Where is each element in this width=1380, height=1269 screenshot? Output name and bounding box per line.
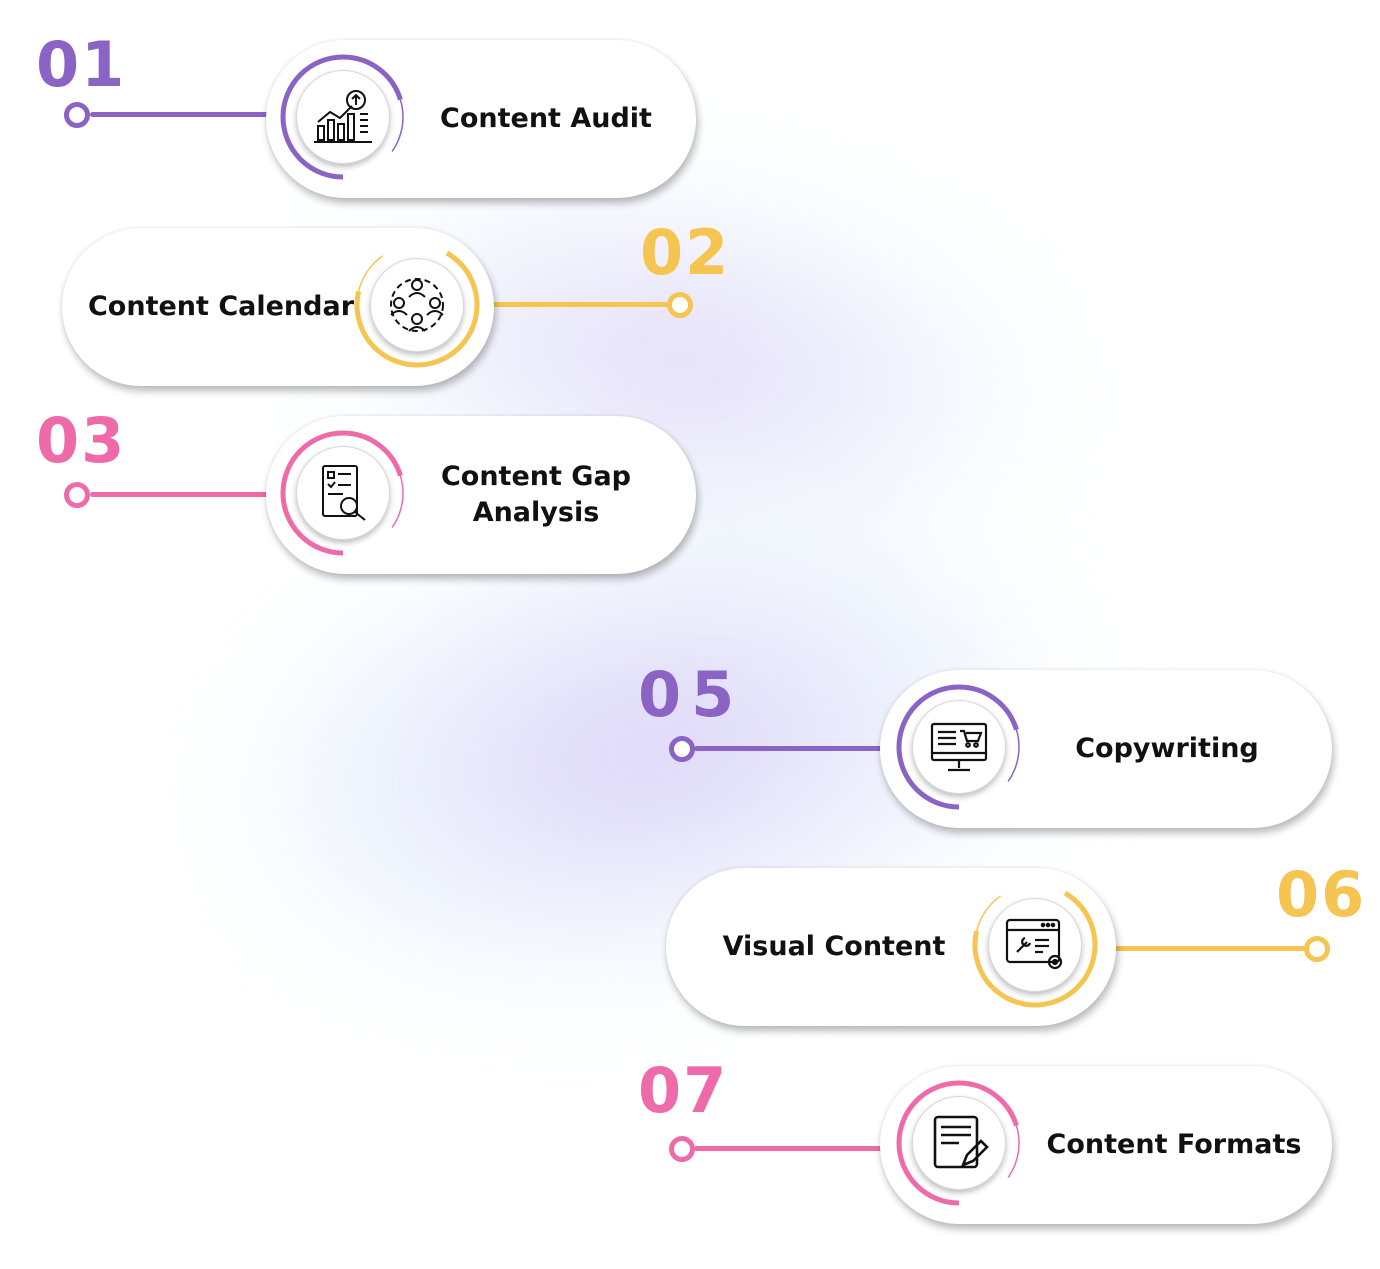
monitor-cart-icon — [912, 700, 1006, 794]
step-number-07: 07 — [638, 1054, 729, 1127]
connector-line-02 — [470, 302, 670, 307]
step-label-07: Content Formats — [1046, 1129, 1302, 1160]
progress-ring-02 — [354, 242, 480, 368]
progress-ring-05 — [896, 684, 1022, 810]
connector-line-01 — [90, 112, 290, 117]
connector-dot-05 — [669, 736, 695, 762]
progress-ring-07 — [896, 1080, 1022, 1206]
step-number-03: 03 — [36, 404, 127, 477]
step-label-02: Content Calendar — [87, 291, 355, 322]
connector-dot-02 — [667, 292, 693, 318]
document-edit-icon — [912, 1096, 1006, 1190]
progress-ring-01 — [280, 54, 406, 180]
step-number-05: 05 — [638, 658, 745, 731]
connector-line-05 — [694, 746, 900, 751]
step-label-03: Content Gap Analysis — [440, 461, 632, 528]
step-card-01[interactable]: Content Audit — [266, 40, 696, 198]
step-label-01: Content Audit — [440, 103, 652, 134]
connector-line-03 — [90, 492, 290, 497]
connector-dot-03 — [64, 482, 90, 508]
connector-line-06 — [1098, 946, 1310, 951]
progress-ring-03 — [280, 430, 406, 556]
connector-dot-06 — [1304, 936, 1330, 962]
connector-dot-07 — [669, 1136, 695, 1162]
analytics-chart-icon — [296, 70, 390, 164]
step-number-02: 02 — [640, 216, 731, 289]
browser-settings-icon — [988, 898, 1082, 992]
step-label-05: Copywriting — [1075, 733, 1259, 764]
connector-line-07 — [694, 1146, 900, 1151]
step-card-07[interactable]: Content Formats — [880, 1066, 1332, 1224]
step-number-01: 01 — [36, 28, 127, 101]
connector-dot-01 — [64, 102, 90, 128]
checklist-search-icon — [296, 446, 390, 540]
step-number-06: 06 — [1276, 858, 1367, 931]
step-label-06: Visual Content — [722, 931, 946, 962]
team-network-icon — [370, 258, 464, 352]
progress-ring-06 — [972, 882, 1098, 1008]
